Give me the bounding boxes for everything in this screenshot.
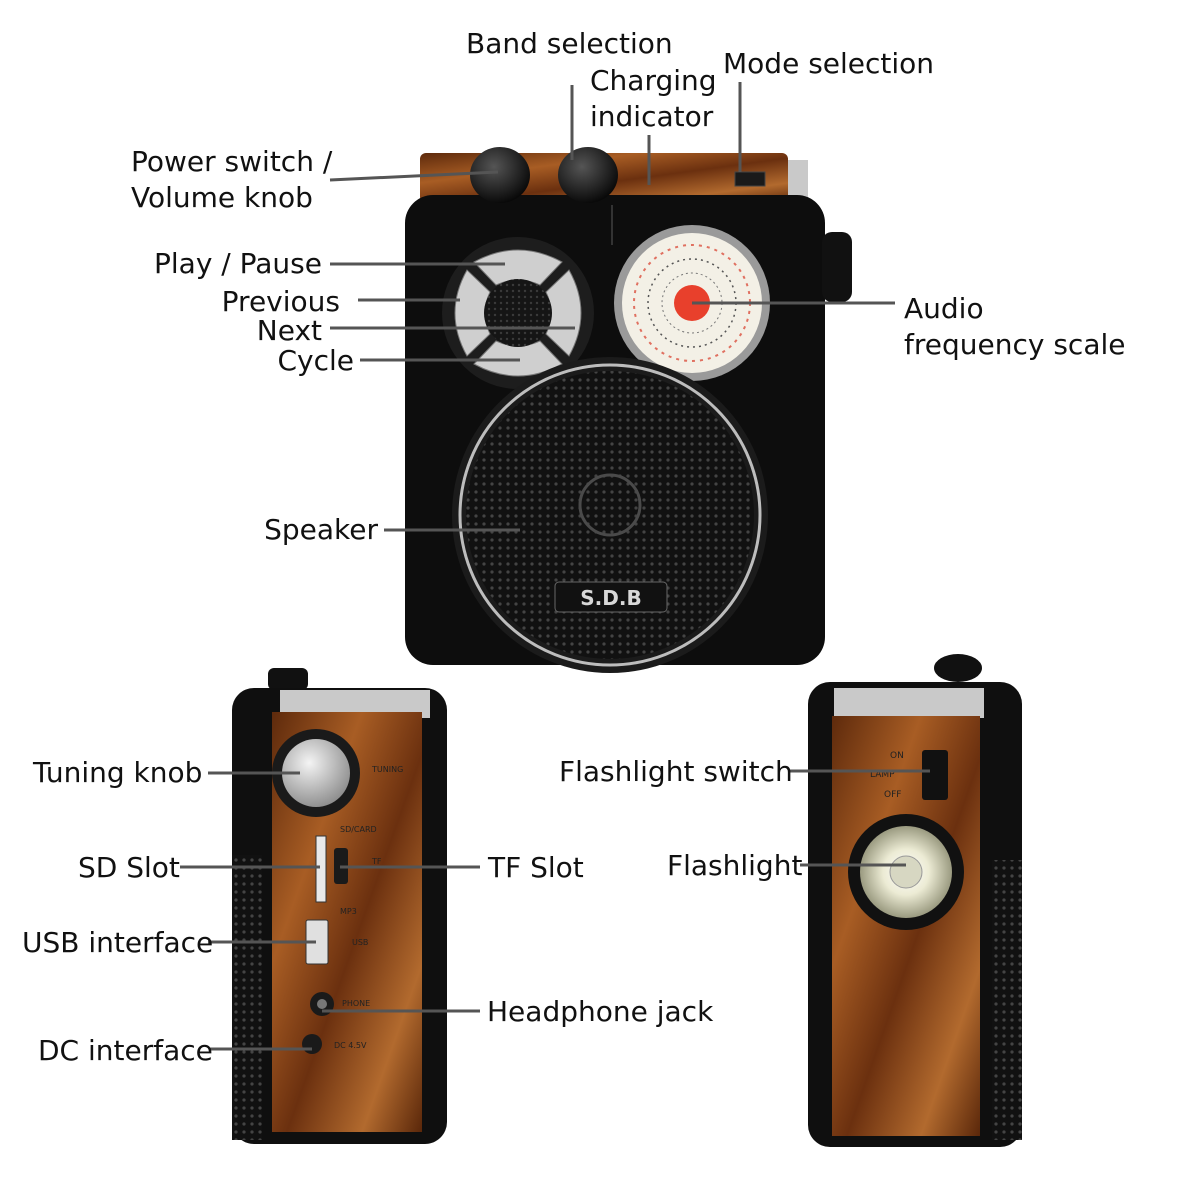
label-power-switch-1: Power switch / xyxy=(131,145,333,178)
label-mode-selection: Mode selection xyxy=(723,47,935,80)
label-band-selection: Band selection xyxy=(466,27,673,60)
label-headphone-jack: Headphone jack xyxy=(487,995,714,1028)
label-audio-scale-2: frequency scale xyxy=(904,328,1126,361)
label-charging-indicator-1: Charging xyxy=(590,64,717,97)
label-sd-slot: SD Slot xyxy=(78,851,180,884)
label-tf-slot: TF Slot xyxy=(488,851,584,884)
mode-switch[interactable] xyxy=(734,171,766,187)
pad-center-speaker xyxy=(484,279,552,347)
label-next: Next xyxy=(256,314,322,347)
label-charging-indicator-2: indicator xyxy=(590,100,714,133)
mp3-text: MP3 xyxy=(340,907,357,916)
volume-knob[interactable] xyxy=(470,147,530,203)
label-flashlight: Flashlight xyxy=(667,849,803,882)
control-pad xyxy=(442,237,594,389)
right-side-view: ON LAMP OFF xyxy=(808,654,1022,1147)
label-play-pause: Play / Pause xyxy=(154,247,322,280)
dc-port[interactable] xyxy=(302,1034,322,1054)
label-tuning-knob: Tuning knob xyxy=(33,756,203,789)
leader-lines xyxy=(180,82,930,1051)
lamp-text: LAMP xyxy=(870,770,895,780)
label-audio-scale-1: Audio xyxy=(904,292,984,325)
label-usb-interface: USB interface xyxy=(22,926,214,959)
dc-text: DC 4.5V xyxy=(334,1041,367,1050)
left-side-view: TUNING SD/CARD TF MP3 USB PHONE DC 4.5V xyxy=(232,668,447,1144)
brand-text: S.D.B xyxy=(580,586,641,610)
brand-badge xyxy=(554,581,668,613)
label-dc-interface: DC interface xyxy=(38,1034,213,1067)
label-power-switch-2: Volume knob xyxy=(131,181,313,214)
label-cycle: Cycle xyxy=(277,344,354,377)
usb-text: USB xyxy=(352,938,368,947)
off-text: OFF xyxy=(884,790,901,800)
phone-text: PHONE xyxy=(342,999,370,1008)
flashlight-switch[interactable] xyxy=(922,750,948,800)
on-text: ON xyxy=(890,751,904,761)
label-previous: Previous xyxy=(221,285,340,318)
tf-text: TF xyxy=(371,857,382,866)
sd-slot[interactable] xyxy=(315,835,327,903)
tuning-text: TUNING xyxy=(371,765,403,774)
label-flashlight-switch: Flashlight switch xyxy=(559,755,793,788)
card-text: SD/CARD xyxy=(340,825,377,834)
speaker: S.D.B xyxy=(452,357,768,673)
band-knob[interactable] xyxy=(558,147,618,203)
front-view: S.D.B xyxy=(405,147,852,673)
tuning-knob-side[interactable] xyxy=(822,232,852,302)
top-chrome-right xyxy=(788,160,808,200)
label-speaker: Speaker xyxy=(264,513,378,546)
